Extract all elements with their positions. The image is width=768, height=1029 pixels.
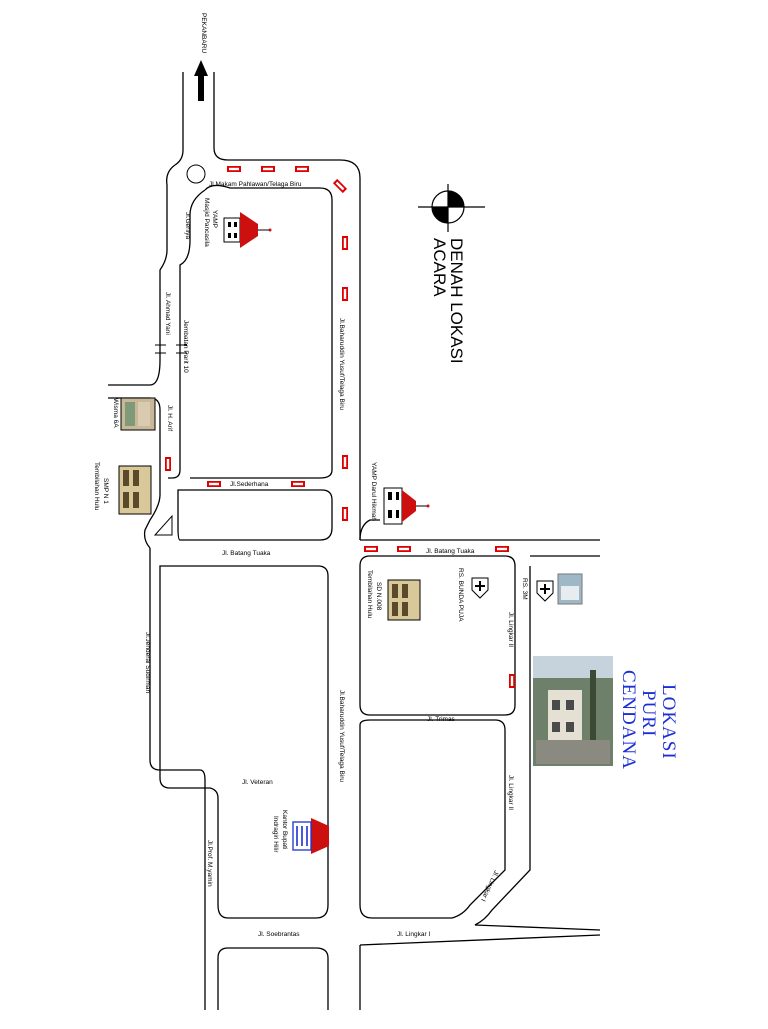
road-label-sudirman: Jl.Jenderal Sudirman [144,632,151,693]
wisma-building-icon [120,397,156,431]
wisma-label: Wisma 6A [112,398,119,428]
rs-3m-photo [557,573,583,605]
sd-label-1: SD N.008 [375,582,382,611]
puri-cendana-title: LOKASI PURI CENDANA [618,670,679,770]
rs-bunda-label: RS. BUNDA PUJA [457,568,464,622]
road-label-sederhana: Jl.Sederhana [230,481,269,488]
road-label-bahar-south: Jl.Baharuddin Yusuf/Telaga Biru [338,690,345,782]
direction-label: PEKANBARU [200,13,207,53]
sd-building-icon [387,579,421,621]
map-title: DENAH LOKASI ACARA [430,238,466,364]
title-line-1: DENAH LOKASI [447,238,466,364]
school-building-icon [118,465,152,515]
road-label-soebrantas: Jl. Soebrantas [258,931,300,938]
rs-3m-label: RS. 3M [521,578,528,600]
road-label-bahar-north: Jl.Baharuddin Yusuf/Telaga Biru [338,318,345,410]
government-building-icon [292,818,329,854]
road-label-makam: Jl.Makam Pahlawan/Telaga Biru [209,181,302,188]
road-label-veteran: Jl. Veteran [242,779,273,786]
title-line-2: ACARA [430,238,449,297]
puri-line-3: CENDANA [618,670,639,770]
hospital-icon [536,580,554,602]
masjid-label-2: Masjid Pancasila [203,198,210,247]
road-label-lingkar-i: Jl. Lingkar I [397,931,430,938]
compass-icon [418,184,485,232]
road-label-lingkar-i-diag: Jl. Lingkar I [479,869,499,902]
road-label-gerilya: Jl.Gerilya [184,212,191,239]
road-label-batang-tuaka-west: Jl. Batang Tuaka [222,550,271,557]
road-label-lingkar-ii-south: Jl. Lingkar II [507,775,514,810]
kantor-label-1: Kantor Bupati [281,810,288,849]
smp-label-1: SMP N 1 [102,478,109,504]
puri-line-1: LOKASI [658,684,679,760]
puri-cendana-photo [533,656,613,766]
road-label-batang-tuaka-east: Jl. Batang Tuaka [426,548,475,555]
kantor-label-2: Indragiri Hilir [272,816,279,853]
jembatan-label: Jembatan Parit 10 [182,320,189,373]
darul-hikmah-label: YAMP Darul Hikmah [370,462,377,521]
hospital-icon [471,577,489,599]
road-label-lingkar-ii-north: Jl. Lingkar II [507,612,514,647]
mosque-icon [223,212,272,248]
road-label-ahmad-yani: Jl. Ahmad Yani [164,292,171,335]
puri-line-2: PURI [638,690,659,737]
road-label-trimas: Jl. Trimas [427,716,456,723]
road-label-h-arif: Jl. H. Arif [166,405,173,431]
sd-label-2: Tembilahan Hulu [366,570,373,619]
north-arrow-icon [194,60,208,101]
road-network [108,72,601,1010]
darul-hikmah-icon [383,487,430,525]
road-label-prof-myamin: Jl.Prof. M.yamin [206,840,213,887]
masjid-label-1: YAMP [211,210,218,228]
smp-label-2: Tembilahan Hulu [93,462,100,511]
